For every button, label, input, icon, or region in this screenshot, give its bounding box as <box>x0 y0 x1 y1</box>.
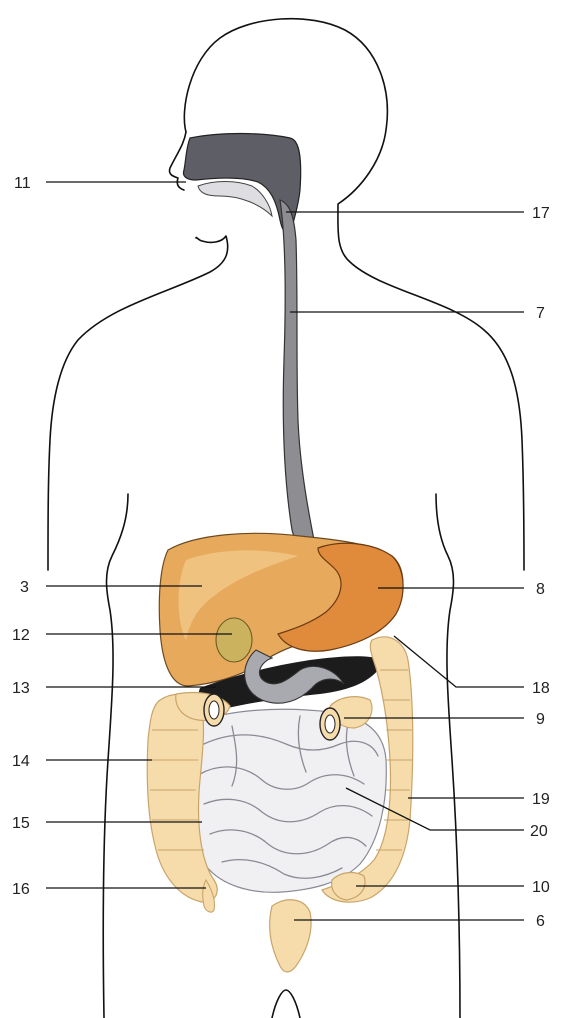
label-3: 3 <box>20 579 29 596</box>
label-19: 19 <box>532 791 550 808</box>
label-12: 12 <box>12 627 30 644</box>
label-14: 14 <box>12 753 30 770</box>
crotch-outline <box>272 990 300 1018</box>
colon-cut-end-left-inner <box>209 701 219 719</box>
label-17: 17 <box>532 205 550 222</box>
tongue-shape <box>198 182 272 217</box>
label-8: 8 <box>536 581 545 598</box>
label-11: 11 <box>14 175 31 192</box>
gallbladder-shape <box>216 618 252 662</box>
label-9: 9 <box>536 711 545 728</box>
head-and-shoulders-outline <box>48 236 228 570</box>
label-13: 13 <box>12 680 30 697</box>
esophagus-shape <box>280 200 316 550</box>
forehead-outline <box>169 132 186 190</box>
label-7: 7 <box>536 305 545 322</box>
small-intestine-group <box>188 709 387 892</box>
label-10: 10 <box>532 879 550 896</box>
label-16: 16 <box>12 881 30 898</box>
label-18: 18 <box>532 680 550 697</box>
rectum-shape <box>270 900 311 972</box>
right-torso-outline <box>436 494 460 1018</box>
face-profile-outline <box>184 19 524 570</box>
label-6: 6 <box>536 913 545 930</box>
label-20: 20 <box>530 823 548 840</box>
colon-cut-end-right-inner <box>325 715 335 733</box>
leader-18 <box>394 636 524 687</box>
label-15: 15 <box>12 815 30 832</box>
left-torso-outline <box>103 494 128 1018</box>
